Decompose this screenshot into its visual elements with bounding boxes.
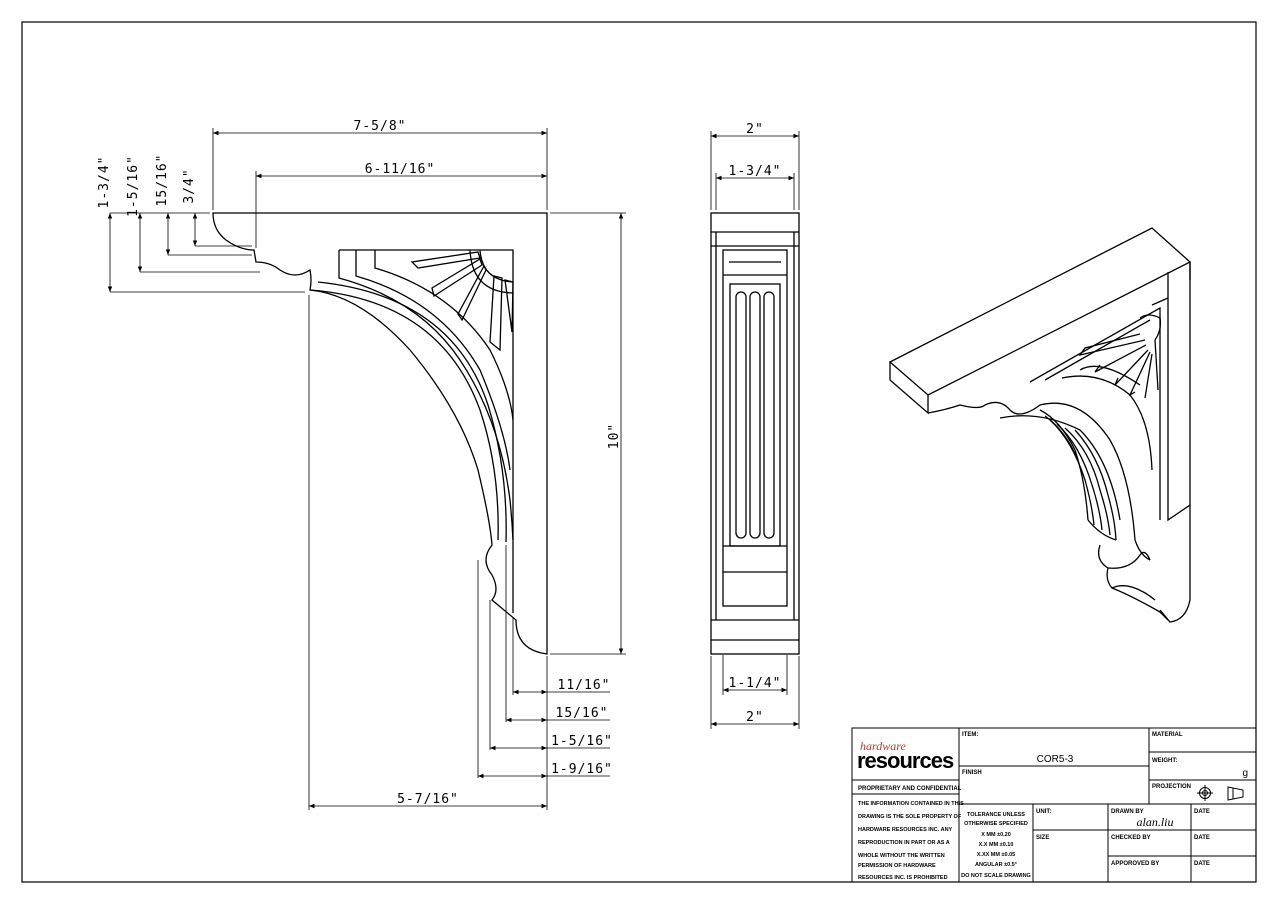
side-flutes bbox=[729, 283, 781, 547]
date-label-1: DATE bbox=[1194, 809, 1210, 815]
side-view bbox=[710, 212, 800, 655]
dim-front-bottom-2: 15/16" bbox=[556, 706, 609, 721]
side-dimensions bbox=[710, 131, 800, 729]
proprietary-line-5: WHOLE WITHOUT THE WRITTEN bbox=[858, 853, 945, 859]
sunburst-carving bbox=[410, 249, 514, 352]
proprietary-line-1: THE INFORMATION CONTAINED IN THIS bbox=[858, 801, 964, 807]
drawn-by-label: DRAWN BY bbox=[1111, 809, 1144, 815]
approved-by-label: APPOROVED BY bbox=[1111, 861, 1159, 867]
dim-front-bottom-overall: 5-7/16" bbox=[397, 792, 459, 807]
projection-frustum-icon bbox=[1227, 786, 1244, 801]
size-label: SIZE bbox=[1036, 835, 1049, 841]
dim-front-top-inner: 6-11/16" bbox=[365, 162, 436, 177]
dim-side-bottom-inner: 1-1/4" bbox=[729, 676, 782, 691]
tolerance-line-7: DO NOT SCALE DRAWING bbox=[961, 873, 1031, 879]
dim-side-top-outer: 2" bbox=[746, 122, 764, 137]
proprietary-heading: PROPRIETARY AND CONFIDENTIAL bbox=[858, 786, 962, 792]
proprietary-line-2: DRAWING IS THE SOLE PROPERTY OF bbox=[858, 814, 962, 820]
material-label: MATERIAL bbox=[1152, 732, 1183, 738]
date-label-3: DATE bbox=[1194, 861, 1210, 867]
finish-label: FINISH bbox=[962, 770, 982, 776]
drawn-by-signature: alan.liu bbox=[1136, 815, 1173, 829]
tolerance-line-3: X MM ±0.20 bbox=[981, 832, 1011, 838]
dim-front-bottom-4: 1-9/16" bbox=[551, 762, 613, 777]
title-block: hardware resources PROPRIETARY AND CONFI… bbox=[851, 727, 1257, 883]
front-view bbox=[212, 212, 548, 655]
dim-side-bottom-outer: 2" bbox=[746, 710, 764, 725]
front-dimensions bbox=[107, 128, 626, 810]
date-label-2: DATE bbox=[1194, 835, 1210, 841]
checked-by-label: CHECKED BY bbox=[1111, 835, 1151, 841]
isometric-view bbox=[888, 227, 1192, 623]
projection-label: PROJECTION bbox=[1152, 784, 1191, 790]
iso-sunburst-carving bbox=[1078, 314, 1162, 399]
dim-front-bottom-1: 11/16" bbox=[558, 678, 611, 693]
dim-front-left-3: 15/16" bbox=[155, 154, 170, 207]
dim-front-left-4: 3/4" bbox=[182, 168, 197, 203]
front-view-outline bbox=[212, 212, 548, 655]
dim-front-top-overall: 7-5/8" bbox=[354, 119, 407, 134]
tolerance-line-5: X.XX MM ±0.05 bbox=[977, 852, 1015, 858]
item-value: COR5-3 bbox=[1037, 754, 1074, 765]
logo-resources: resources bbox=[857, 748, 954, 773]
proprietary-line-6: PERMISSION OF HARDWARE bbox=[858, 863, 936, 869]
proprietary-line-4: REPRODUCTION IN PART OR AS A bbox=[858, 840, 950, 846]
tolerance-line-1: TOLERANCE UNLESS bbox=[967, 812, 1025, 818]
tolerance-line-4: X.X MM ±0.10 bbox=[979, 842, 1014, 848]
weight-label: WEIGHT: bbox=[1152, 758, 1177, 764]
proprietary-line-7: RESOURCES INC. IS PROHIBITED bbox=[858, 875, 948, 881]
dim-side-top-inner: 1-3/4" bbox=[729, 164, 782, 179]
dim-front-height: 10" bbox=[607, 423, 622, 449]
proprietary-line-3: HARDWARE RESOURCES INC. ANY bbox=[858, 827, 953, 833]
unit-label: UNIT: bbox=[1036, 809, 1051, 815]
dim-front-bottom-3: 1-5/16" bbox=[551, 734, 613, 749]
item-label: ITEM: bbox=[962, 732, 978, 738]
tolerance-line-6: ANGULAR ±0.5° bbox=[975, 862, 1017, 868]
tolerance-line-2: OTHERWISE SPECIFIED bbox=[964, 821, 1028, 827]
dim-front-left-1: 1-3/4" bbox=[97, 156, 112, 209]
logo-hardware: hardware bbox=[860, 739, 906, 753]
weight-unit: g bbox=[1242, 768, 1248, 779]
dim-front-left-2: 1-5/16" bbox=[126, 155, 141, 217]
sheet-border bbox=[21, 21, 1257, 883]
